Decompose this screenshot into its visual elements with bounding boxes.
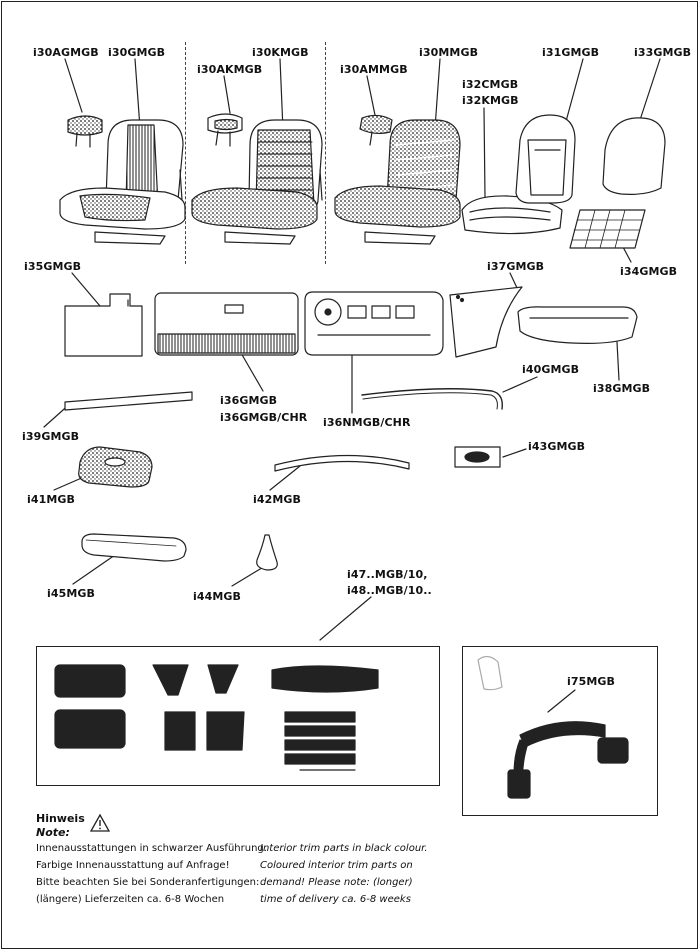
label-i30agmgb: i30AGMGB <box>33 46 99 59</box>
spring-mat-i34 <box>569 209 646 249</box>
label-i33gmgb: i33GMGB <box>634 46 692 59</box>
note-heading-en: Note: <box>36 826 70 839</box>
label-i42mgb: i42MGB <box>253 493 302 506</box>
label-i36nmgb-chr: i36NMGB/CHR <box>323 416 411 429</box>
label-i35gmgb: i35GMGB <box>24 260 82 273</box>
separator-dashed-2 <box>325 42 326 264</box>
headrest-i30ak <box>207 113 243 147</box>
label-i34gmgb: i34GMGB <box>620 265 678 278</box>
note-en-line-1: Interior trim parts in black colour. <box>260 843 428 854</box>
note-de-line-4: (längere) Lieferzeiten ca. 6-8 Wochen <box>36 894 225 905</box>
note-en-line-2: Coloured interior trim parts on <box>260 860 413 871</box>
door-panel-i36n <box>304 291 444 356</box>
gear-gaiter-i44 <box>256 534 278 571</box>
label-i38gmgb: i38GMGB <box>593 382 651 395</box>
rear-quarter-i37 <box>449 286 523 358</box>
seatbelt-i75 <box>477 655 629 799</box>
headrest-i30ag <box>67 115 103 148</box>
warning-triangle-icon <box>89 813 111 832</box>
label-i44mgb: i44MGB <box>193 590 242 603</box>
trim-i43 <box>454 446 501 468</box>
strip-i39 <box>64 391 193 411</box>
rear-shelf-i38 <box>517 306 638 344</box>
strip-i42 <box>274 454 410 472</box>
label-i30kmgb: i30KMGB <box>252 46 309 59</box>
door-panel-i36g <box>154 292 299 356</box>
label-i32cmgb: i32CMGB <box>462 78 519 91</box>
seat-i30m <box>334 119 461 245</box>
label-i39gmgb: i39GMGB <box>22 430 80 443</box>
note-text-de: Innenausstattungen in schwarzer Ausführu… <box>36 840 267 908</box>
separator-dashed-1 <box>185 42 186 264</box>
label-i32kmgb: i32KMGB <box>462 94 519 107</box>
note-en-line-3: demand! Please note: (longer) <box>260 877 413 888</box>
label-i75mgb: i75MGB <box>567 675 616 688</box>
panel-i35 <box>64 293 143 357</box>
label-i30akmgb: i30AKMGB <box>197 63 263 76</box>
label-i41mgb: i41MGB <box>27 493 76 506</box>
note-de-line-2: Farbige Innenausstattung auf Anfrage! <box>36 860 230 871</box>
label-i36gmgb-chr: i36GMGB/CHR <box>220 411 308 424</box>
armrest-i45 <box>81 533 187 562</box>
label-i47: i47..MGB/10, <box>347 568 428 581</box>
note-text-en: Interior trim parts in black colour. Col… <box>260 840 428 908</box>
label-i30ammgb: i30AMMGB <box>340 63 408 76</box>
label-i36gmgb: i36GMGB <box>220 394 278 407</box>
note-de-line-1: Innenausstattungen in schwarzer Ausführu… <box>36 843 267 854</box>
armrest-i41 <box>78 446 153 488</box>
label-i43gmgb: i43GMGB <box>528 440 586 453</box>
note-en-line-4: time of delivery ca. 6-8 weeks <box>260 894 411 905</box>
strip-i40 <box>361 388 503 410</box>
label-i31gmgb: i31GMGB <box>542 46 600 59</box>
label-i45mgb: i45MGB <box>47 587 96 600</box>
note-heading-de: Hinweis <box>36 812 85 825</box>
seat-i30k <box>191 119 323 245</box>
headrest-i30am <box>359 114 393 146</box>
label-i48: i48..MGB/10.. <box>347 584 432 597</box>
label-i30gmgb: i30GMGB <box>108 46 166 59</box>
note-de-line-3: Bitte beachten Sie bei Sonderanfertigung… <box>36 877 260 888</box>
backrest-foam-i33 <box>602 117 666 195</box>
cushion-i32 <box>461 195 563 235</box>
label-i30mmgb: i30MMGB <box>419 46 479 59</box>
label-i37gmgb: i37GMGB <box>487 260 545 273</box>
trim-kit-items <box>54 664 379 771</box>
seat-i30g <box>59 119 186 245</box>
label-i40gmgb: i40GMGB <box>522 363 580 376</box>
backrest-cover-i31 <box>515 114 576 204</box>
